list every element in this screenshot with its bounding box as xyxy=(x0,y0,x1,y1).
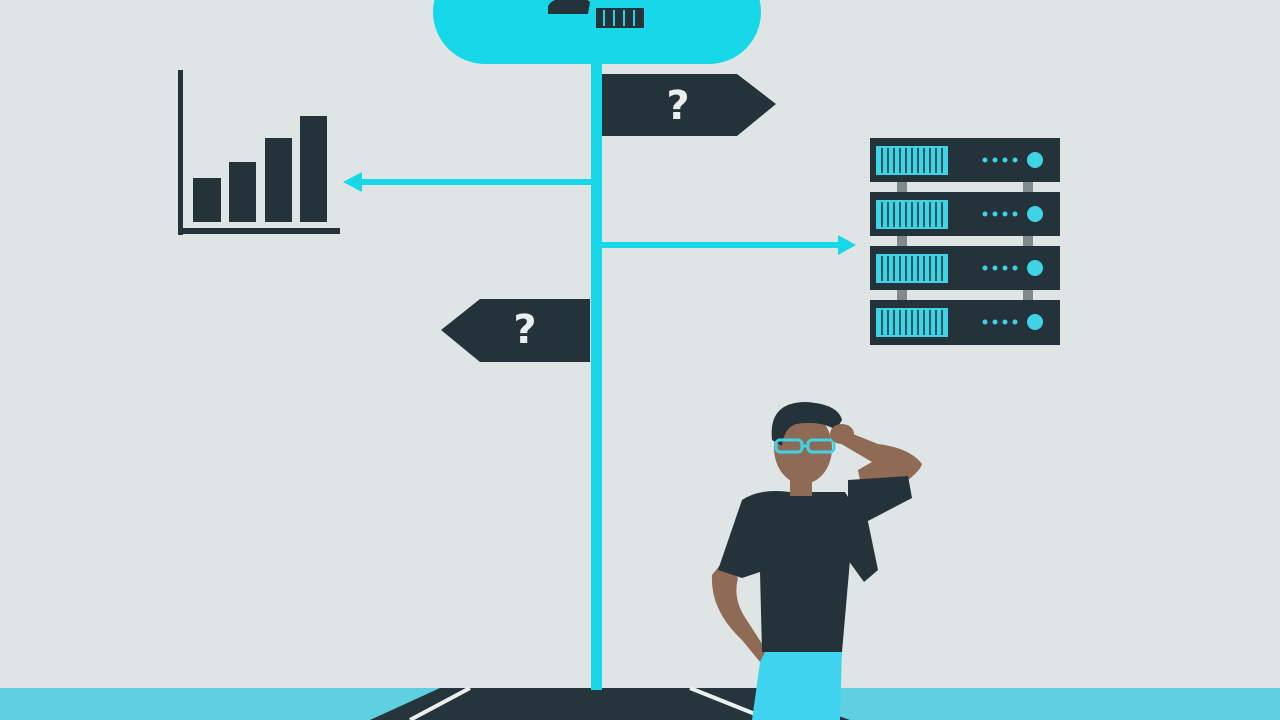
road-marking-left xyxy=(409,686,471,720)
chart-bar xyxy=(193,178,221,222)
arrow-right xyxy=(602,235,856,255)
sign-top-right xyxy=(602,74,776,136)
server-unit xyxy=(870,138,1060,182)
arrow-left xyxy=(343,172,592,192)
person-sleeve xyxy=(848,476,912,522)
chart-bar xyxy=(265,138,292,222)
chart-bar xyxy=(300,116,327,222)
chart-bar xyxy=(229,162,256,222)
bar-chart-icon xyxy=(178,70,340,235)
person-right-arm xyxy=(838,432,922,486)
server-unit xyxy=(870,192,1060,236)
server-unit xyxy=(870,246,1060,290)
person-hand xyxy=(830,424,854,444)
sign-bottom-left xyxy=(441,299,590,362)
person-hair xyxy=(771,402,842,446)
sign-bottom-left-label: ? xyxy=(513,307,537,353)
server-rack-icon xyxy=(870,138,1060,345)
signpost-pole xyxy=(591,62,602,690)
server-unit xyxy=(870,300,1060,345)
person-pants xyxy=(752,648,842,720)
person-figure xyxy=(711,402,922,720)
person-left-arm xyxy=(711,560,766,662)
road xyxy=(370,688,850,720)
cloud-icon xyxy=(433,0,761,64)
glasses-icon xyxy=(774,438,836,454)
sign-top-right-label: ? xyxy=(666,83,690,129)
person-torso xyxy=(718,491,862,652)
person-hanging-cloth xyxy=(848,512,878,582)
